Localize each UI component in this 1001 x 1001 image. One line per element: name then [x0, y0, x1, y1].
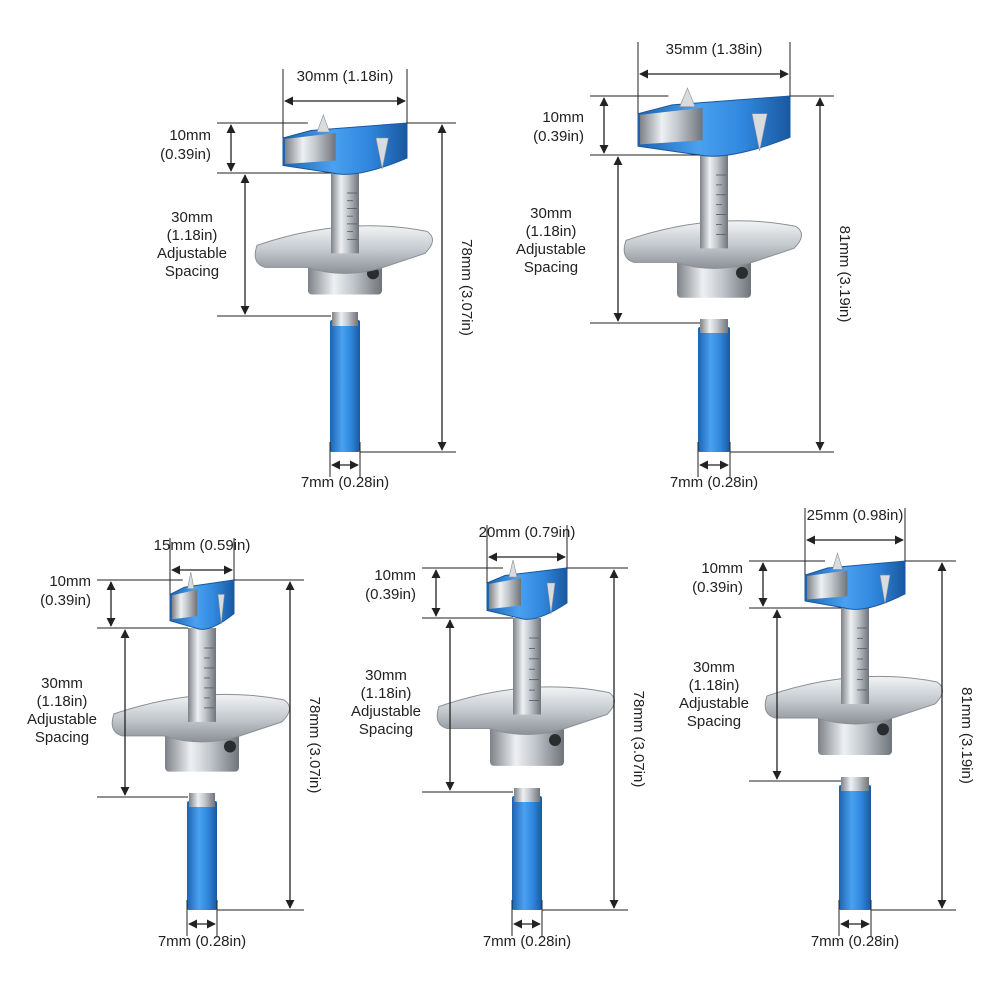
spacing-label-line: (1.18in) [361, 685, 412, 702]
carbide-tip [489, 578, 521, 609]
spacing-label-line: Spacing [524, 259, 578, 276]
spacing-label-line: Spacing [359, 721, 413, 738]
cutter-height-label: 10mm [374, 567, 416, 584]
spacing-label-line: (1.18in) [167, 227, 218, 244]
cutter-height-label: 10mm [49, 573, 91, 590]
spacing-label-line: Adjustable [351, 703, 421, 720]
bit-20mm: 20mm (0.79in) 10mm (0.39in) 30mm(1.18in)Adj… [351, 524, 647, 950]
spacing-label-line: (1.18in) [37, 693, 88, 710]
spacing-label-line: (1.18in) [526, 223, 577, 240]
bit-35mm: 35mm (1.38in) 10mm (0.39in) 30mm(1.18in)Adj… [516, 41, 853, 491]
total-length-label: 81mm (3.19in) [836, 226, 853, 323]
carbide-tip [807, 570, 848, 600]
center-spur [187, 571, 195, 589]
spacing-label-line: Adjustable [516, 241, 586, 258]
carbide-tip [285, 133, 336, 164]
shank-collar [514, 788, 540, 802]
total-length-label: 78mm (3.07in) [306, 697, 323, 794]
diameter-label: 25mm (0.98in) [807, 507, 904, 524]
dimensions: 25mm (0.98in) 10mm (0.39in) 30mm(1.18in)Adj… [679, 507, 975, 950]
side-cutter [375, 137, 389, 170]
dimensions: 15mm (0.59in) 10mm (0.39in) 30mm(1.18in)Adj… [27, 537, 323, 950]
set-screw-hole [224, 740, 236, 753]
cutter-height-label-inch: (0.39in) [365, 586, 416, 603]
total-length-label: 78mm (3.07in) [630, 691, 647, 788]
spacing-label-line: 30mm [693, 659, 735, 676]
spacing-label-line: Spacing [165, 263, 219, 280]
shank-label: 7mm (0.28in) [670, 474, 758, 491]
dimensions: 35mm (1.38in) 10mm (0.39in) 30mm(1.18in)Adj… [516, 41, 853, 491]
center-spur [508, 559, 518, 578]
spacing-label-line: 30mm [171, 209, 213, 226]
side-cutter [546, 582, 556, 615]
blue-shank [512, 796, 542, 910]
steel-body [331, 173, 359, 254]
shank-label: 7mm (0.28in) [158, 933, 246, 950]
steel-body [513, 618, 541, 715]
center-spur [679, 87, 696, 107]
cutter-height-label: 10mm [169, 127, 211, 144]
spacing-label-line: (1.18in) [689, 677, 740, 694]
spacing-label-line: Spacing [687, 713, 741, 730]
shank-collar [700, 319, 728, 333]
side-cutter [217, 594, 225, 625]
spacing-label-line: 30mm [530, 205, 572, 222]
bit-30mm: 30mm (1.18in) 10mm (0.39in) 30mm(1.18in)Adj… [157, 68, 475, 491]
set-screw-hole [736, 266, 748, 279]
center-spur [316, 114, 330, 133]
blue-shank [187, 801, 217, 910]
total-length-label: 81mm (3.19in) [958, 687, 975, 784]
diameter-label: 35mm (1.38in) [666, 41, 763, 58]
cutter-height-label-inch: (0.39in) [533, 128, 584, 145]
spacing-label-line: Adjustable [679, 695, 749, 712]
spacing-label-line: 30mm [41, 675, 83, 692]
shank-collar [189, 793, 215, 807]
set-screw-hole [877, 723, 889, 736]
diameter-label: 30mm (1.18in) [297, 68, 394, 85]
carbide-tip [172, 589, 198, 620]
bit-15mm: 15mm (0.59in) 10mm (0.39in) 30mm(1.18in)Adj… [27, 537, 323, 950]
diameter-label: 15mm (0.59in) [154, 537, 251, 554]
center-spur [832, 551, 843, 570]
spacing-label-line: 30mm [365, 667, 407, 684]
blue-shank [839, 785, 871, 910]
spacing-label-line: Adjustable [157, 245, 227, 262]
shank-label: 7mm (0.28in) [483, 933, 571, 950]
cutter-height-label: 10mm [542, 109, 584, 126]
cutter-height-label-inch: (0.39in) [160, 146, 211, 163]
steel-body [188, 628, 216, 722]
dimensions: 30mm (1.18in) 10mm (0.39in) 30mm(1.18in)Adj… [157, 68, 475, 491]
set-screw-hole [549, 734, 561, 747]
spacing-label-line: Adjustable [27, 711, 97, 728]
diameter-label: 20mm (0.79in) [479, 524, 576, 541]
cutter-height-label-inch: (0.39in) [692, 579, 743, 596]
total-length-label: 78mm (3.07in) [458, 239, 475, 336]
carbide-tip [640, 107, 703, 145]
shank-label: 7mm (0.28in) [811, 933, 899, 950]
bit-25mm: 25mm (0.98in) 10mm (0.39in) 30mm(1.18in)Adj… [679, 507, 975, 950]
side-cutter [751, 113, 768, 152]
blue-shank [698, 327, 730, 452]
side-cutter [879, 574, 891, 605]
steel-body [700, 155, 728, 249]
spacing-label-line: Spacing [35, 729, 89, 746]
shank-collar [332, 312, 358, 326]
cutter-height-label-inch: (0.39in) [40, 592, 91, 609]
shank-collar [841, 777, 869, 791]
dimensions: 20mm (0.79in) 10mm (0.39in) 30mm(1.18in)Adj… [351, 524, 647, 950]
blue-shank [330, 320, 360, 452]
steel-body [841, 608, 869, 704]
cutter-height-label: 10mm [701, 560, 743, 577]
shank-label: 7mm (0.28in) [301, 474, 389, 491]
